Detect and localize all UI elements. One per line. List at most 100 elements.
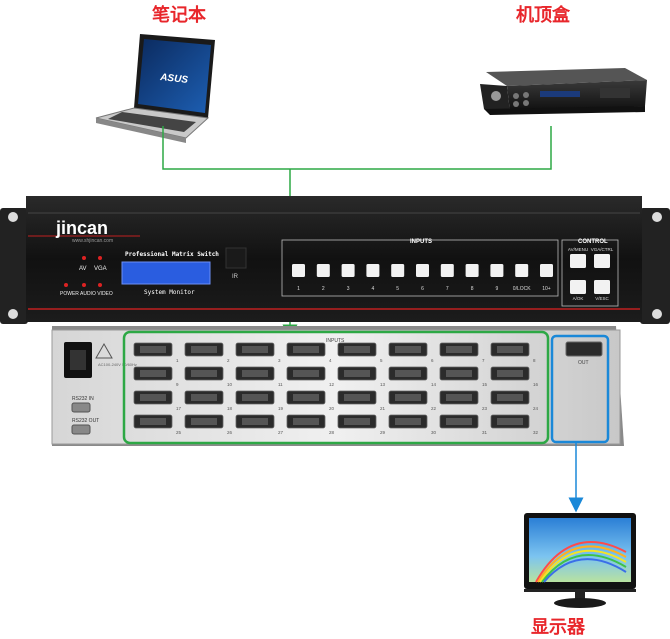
input-port-number: 26 — [227, 430, 233, 435]
power-rating: AC100-240V 50/60Hz — [98, 362, 137, 367]
input-port-pins — [191, 346, 217, 353]
control-button-av-menu[interactable] — [570, 254, 586, 268]
input-port-pins — [140, 346, 166, 353]
input-port-pins — [497, 418, 523, 425]
input-button-3[interactable] — [341, 264, 355, 277]
input-port-pins — [395, 346, 421, 353]
input-button-7[interactable] — [440, 264, 454, 277]
input-port-pins — [497, 394, 523, 401]
laptop-label: 笔记本 — [152, 5, 206, 26]
control-button-vga-ctrl[interactable] — [594, 254, 610, 268]
lcd-display — [121, 261, 211, 285]
control-button-label: V/ESC — [595, 296, 609, 301]
input-port-pins — [191, 394, 217, 401]
input-port-pins — [344, 418, 370, 425]
ir-label: IR — [232, 274, 239, 280]
input-port-pins — [293, 394, 319, 401]
input-port-number: 15 — [482, 382, 488, 387]
inputs-group-frame — [281, 239, 559, 297]
input-port-number: 4 — [329, 358, 332, 363]
input-button-label: 7 — [446, 286, 449, 292]
input-button-10-[interactable] — [540, 264, 553, 277]
input-port-number: 22 — [431, 406, 437, 411]
input-port-pins — [191, 370, 217, 377]
input-port-number: 10 — [227, 382, 233, 387]
control-button-v-esc[interactable] — [594, 280, 610, 294]
input-button-label: 0/LOCK — [513, 286, 531, 292]
rs232-out-label: RS232 OUT — [72, 418, 99, 424]
input-port-number: 6 — [431, 358, 434, 363]
ir-window — [225, 247, 247, 269]
input-button-4[interactable] — [366, 264, 380, 277]
brand-logo: jincan — [55, 218, 108, 238]
input-port-number: 27 — [278, 430, 284, 435]
input-port-number: 9 — [176, 382, 179, 387]
front-inputs-label: INPUTS — [410, 239, 432, 245]
input-port-pins — [344, 370, 370, 377]
input-port-pins — [293, 346, 319, 353]
input-button-0-lock[interactable] — [515, 264, 529, 277]
input-port-number: 17 — [176, 406, 182, 411]
input-button-label: 4 — [372, 286, 375, 292]
input-button-label: 9 — [496, 286, 499, 292]
input-port-pins — [344, 394, 370, 401]
input-button-9[interactable] — [490, 264, 504, 277]
input-port-pins — [497, 370, 523, 377]
status-labels: POWER AUDIO VIDEO — [60, 291, 113, 297]
input-port-number: 19 — [278, 406, 284, 411]
panel-title: Professional Matrix Switch — [125, 251, 219, 258]
brand-url: www.shjincan.com — [72, 238, 113, 244]
input-button-label: 5 — [396, 286, 399, 292]
input-port-pins — [140, 370, 166, 377]
rs232-out-port — [71, 424, 91, 435]
control-button-a-ok[interactable] — [570, 280, 586, 294]
input-port-number: 11 — [278, 382, 283, 387]
input-port-number: 13 — [380, 382, 386, 387]
input-port-number: 30 — [431, 430, 437, 435]
set-top-box-label: 机顶盒 — [516, 5, 570, 26]
input-port-number: 25 — [176, 430, 182, 435]
input-port-number: 3 — [278, 358, 281, 363]
rear-inputs-label: INPUTS — [326, 338, 345, 344]
monitor-icon — [524, 513, 636, 608]
input-port-number: 28 — [329, 430, 335, 435]
input-button-label: 8 — [471, 286, 474, 292]
input-port-number: 2 — [227, 358, 230, 363]
control-button-label: A/OK — [573, 296, 584, 301]
input-button-5[interactable] — [391, 264, 405, 277]
input-port-number: 8 — [533, 358, 536, 363]
input-port-pins — [242, 370, 268, 377]
rs232-in-port — [71, 402, 91, 413]
input-button-label: 2 — [322, 286, 325, 292]
laptop-icon: ASUS — [95, 34, 215, 143]
input-port-pins — [191, 418, 217, 425]
indicator-vga-label: VGA — [94, 266, 107, 272]
input-port-number: 32 — [533, 430, 539, 435]
input-button-8[interactable] — [465, 264, 479, 277]
input-port-pins — [446, 370, 472, 377]
input-port-number: 23 — [482, 406, 488, 411]
input-port-number: 14 — [431, 382, 437, 387]
input-port-pins — [446, 418, 472, 425]
input-button-label: 6 — [421, 286, 424, 292]
control-button-label: VGA/CTRL — [591, 247, 614, 252]
matrix-front-panel — [0, 196, 670, 324]
set-top-box-icon — [480, 68, 647, 115]
input-button-2[interactable] — [316, 264, 330, 277]
input-port-pins — [497, 346, 523, 353]
input-port-pins — [242, 394, 268, 401]
input-port-pins — [446, 346, 472, 353]
output-port — [565, 341, 603, 357]
input-port-number: 31 — [482, 430, 488, 435]
input-button-6[interactable] — [416, 264, 429, 277]
input-port-number: 5 — [380, 358, 383, 363]
input-port-pins — [293, 418, 319, 425]
input-port-pins — [140, 394, 166, 401]
input-button-label: 1 — [297, 286, 300, 292]
input-button-1[interactable] — [292, 264, 305, 277]
svg-text:ASUS: ASUS — [159, 72, 189, 86]
